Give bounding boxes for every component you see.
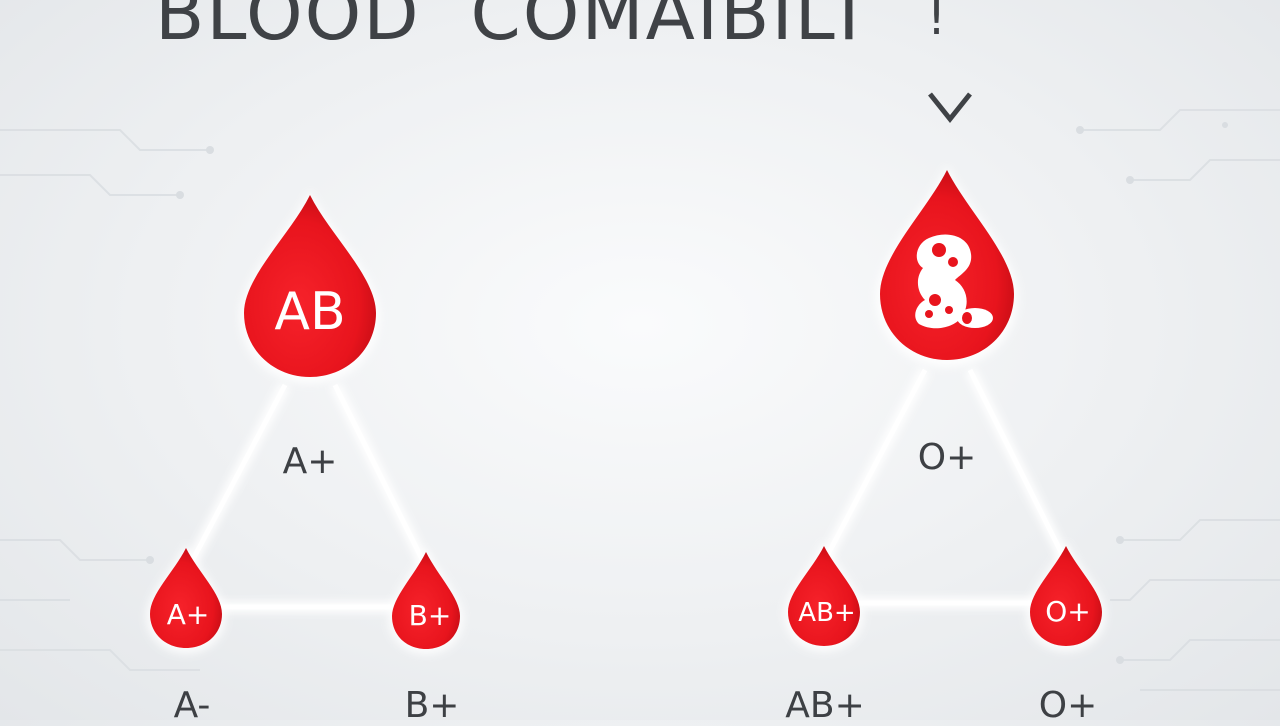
drop-ab-plus: AB+ — [784, 541, 864, 652]
right-bottom-left-caption: AB+ — [785, 685, 865, 726]
drop-o-plus: O+ — [1026, 541, 1106, 652]
drop-ab-top: AB — [240, 190, 380, 384]
page-title: BLOOD COMAIBILT ! — [155, 0, 972, 124]
drop-a-plus-label: A+ — [167, 598, 210, 631]
right-bottom-right-caption: O+ — [1038, 685, 1098, 726]
right-connector-lines — [819, 367, 1071, 609]
drop-o-plus-label: O+ — [1045, 595, 1091, 628]
title-text: BLOOD COMAIBILT — [155, 0, 873, 56]
drop-ab-plus-label: AB+ — [798, 598, 855, 628]
drop-b-plus-label: B+ — [409, 599, 452, 632]
right-mid-label: O+ — [917, 437, 977, 478]
left-mid-label: A+ — [282, 441, 338, 482]
drop-a-plus: A+ — [146, 543, 226, 654]
title-exclamation: ! — [926, 0, 949, 46]
drop-b-plus: B+ — [388, 547, 464, 655]
left-connector-lines — [184, 382, 431, 613]
drop-ab-top-label: AB — [274, 282, 345, 342]
blood-cells-icon — [915, 234, 993, 329]
drop-right-top — [875, 165, 1019, 368]
left-bottom-right-caption: B+ — [404, 685, 460, 726]
heart-icon — [875, 0, 972, 124]
left-bottom-left-caption: A- — [173, 685, 211, 726]
